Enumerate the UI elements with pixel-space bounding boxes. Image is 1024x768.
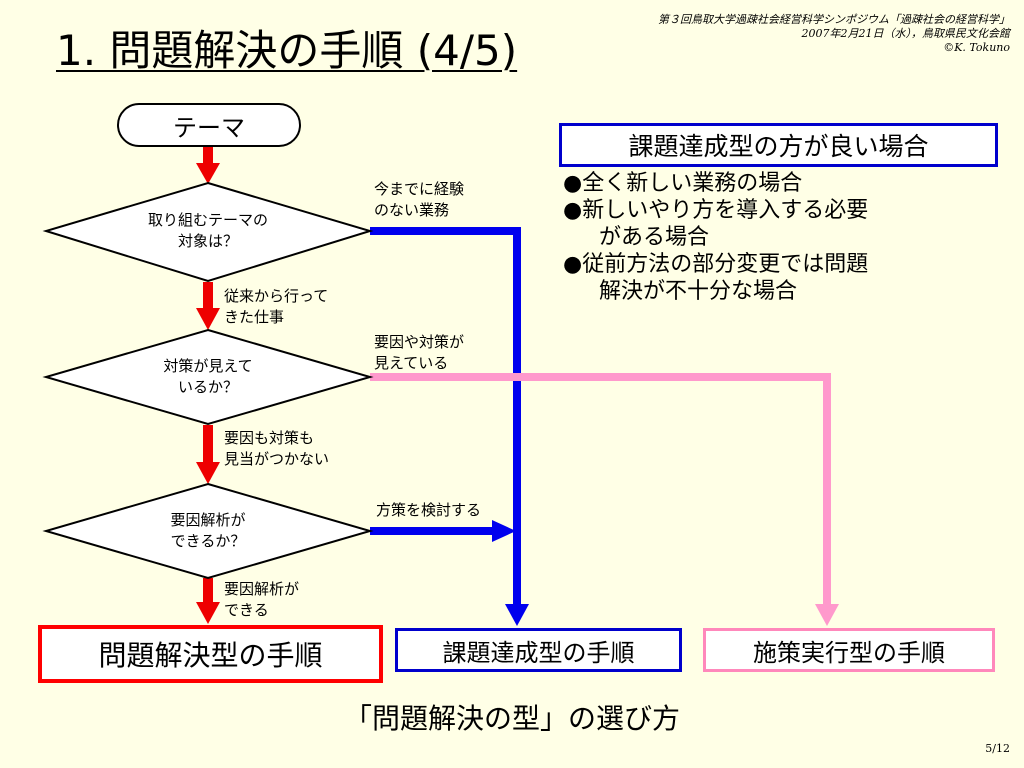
decision-target-line1: 取り組むテーマの <box>147 211 268 229</box>
page-number: 5/12 <box>985 742 1010 755</box>
label-examine-measures: 方策を検討する <box>376 501 482 519</box>
label-analysis-possible-line2: できる <box>224 601 269 619</box>
decision-visible-line1: 対策が見えて <box>163 357 253 375</box>
label-new-work-line1: 今までに経験 <box>374 180 465 198</box>
bullet-new-method-cont: がある場合 <box>599 225 710 250</box>
theme-terminator <box>117 103 301 147</box>
label-existing-work: 従来から行って きた仕事 <box>224 286 328 328</box>
red-arrow-4 <box>196 578 220 624</box>
red-arrow-1 <box>196 147 220 184</box>
conference-info: 第３回鳥取大学過疎社会経営科学シンポジウム「過疎社会の経営科学」 2007年2月… <box>658 13 1010 55</box>
label-measures-visible-line2: 見えている <box>374 354 449 372</box>
red-arrow-3 <box>196 425 220 484</box>
result-problem-solving: 問題解決型の手順 <box>38 625 383 683</box>
slide-caption: 「問題解決の型」の選び方 <box>343 702 680 735</box>
red-arrow-2 <box>196 282 220 330</box>
label-new-work-line2: のない業務 <box>374 201 450 219</box>
label-existing-work-line2: きた仕事 <box>224 308 285 326</box>
slide-title: 1. 問題解決の手順 (4/5) <box>56 26 518 75</box>
decision-diamond-visible <box>42 328 374 426</box>
decision-visible-line2: いるか？ <box>177 378 238 396</box>
decision-target-text: 取り組むテーマの 対象は？ <box>108 210 308 252</box>
bullet-new-work: ●全く新しい業務の場合 <box>563 171 803 196</box>
conference-date-venue: 2007年2月21日（水），鳥取県民文化会館 <box>801 27 1011 40</box>
bullet-partial-change-cont: 解決が不十分な場合 <box>599 279 798 304</box>
label-new-work: 今までに経験 のない業務 <box>374 179 464 221</box>
label-analysis-possible-line1: 要因解析が <box>224 580 300 598</box>
label-existing-work-line1: 従来から行って <box>224 287 329 305</box>
decision-diamond-analysis <box>42 482 374 580</box>
decision-analysis-text: 要因解析が できるか？ <box>108 510 308 552</box>
copyright: ©K. Tokuno <box>943 41 1010 54</box>
pink-arrowhead <box>815 604 839 626</box>
panel-title: 課題達成型の方が良い場合 <box>559 123 998 167</box>
bullet-partial-change: ●従前方法の部分変更では問題 <box>563 252 869 277</box>
decision-target-line2: 対象は？ <box>177 232 238 250</box>
blue-path-line <box>370 227 521 610</box>
result-task-achieving: 課題達成型の手順 <box>395 628 682 672</box>
decision-diamond-target <box>42 181 374 283</box>
label-no-idea-line1: 要因も対策も <box>224 429 315 447</box>
label-measures-visible-line1: 要因や対策が <box>374 333 465 351</box>
label-no-idea: 要因も対策も 見当がつかない <box>224 428 329 470</box>
decision-analysis-line2: できるか？ <box>170 532 246 550</box>
panel-bullet-list: ●全く新しい業務の場合 ●新しいやり方を導入する必要 がある場合 ●従前方法の部… <box>563 170 868 305</box>
theme-label: テーマ <box>173 113 245 142</box>
label-no-idea-line2: 見当がつかない <box>224 450 330 468</box>
decision-visible-text: 対策が見えて いるか？ <box>108 356 308 398</box>
examine-arrowhead <box>492 520 516 542</box>
result-policy-execution: 施策実行型の手順 <box>703 628 995 672</box>
decision-analysis-line1: 要因解析が <box>170 511 246 529</box>
pink-path-line <box>370 373 831 610</box>
label-analysis-possible: 要因解析が できる <box>224 579 299 621</box>
bullet-new-method: ●新しいやり方を導入する必要 <box>563 198 869 223</box>
label-measures-visible: 要因や対策が 見えている <box>374 332 464 374</box>
conference-name: 第３回鳥取大学過疎社会経営科学シンポジウム「過疎社会の経営科学」 <box>658 13 1010 26</box>
blue-arrowhead <box>505 604 529 626</box>
